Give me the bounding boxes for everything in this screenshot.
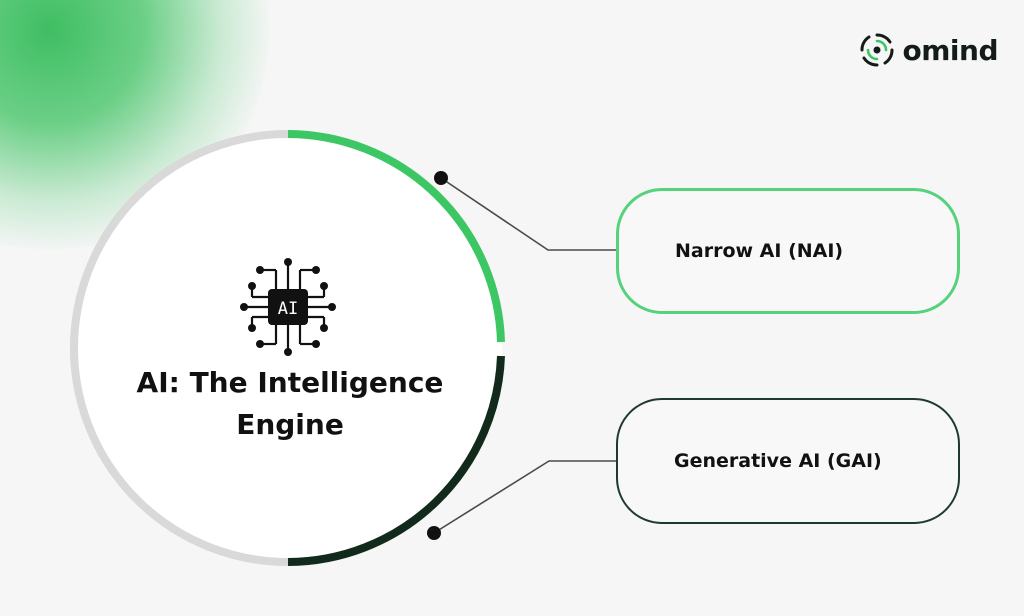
connector-dot-gai-start [427,526,441,540]
spiral-swirl-logo-icon [859,33,894,67]
ring-dark-segment [287,355,505,566]
ai-chip-pin-dots [240,258,336,356]
brand-logo: omind [857,30,999,70]
center-title: AI: The Intelligence Engine [110,362,470,446]
connector-dot-nai-start [434,171,448,185]
center-title-line-2: Engine [236,408,344,441]
branch-label-narrow-ai: Narrow AI (NAI) [675,240,844,262]
connector-line-nai [440,177,638,251]
ring-grey-segment [70,130,289,566]
connector-line-gai [433,460,639,534]
ring-green-segment [287,130,505,343]
branch-card-narrow-ai: Narrow AI (NAI) [616,188,960,314]
branch-card-generative-ai: Generative AI (GAI) [616,398,960,524]
ai-chip-body [268,289,308,325]
branch-label-generative-ai: Generative AI (GAI) [674,450,882,472]
center-title-line-1: AI: The Intelligence [136,366,444,399]
ai-chip-label: AI [278,299,298,319]
brand-name: omind [902,33,999,67]
